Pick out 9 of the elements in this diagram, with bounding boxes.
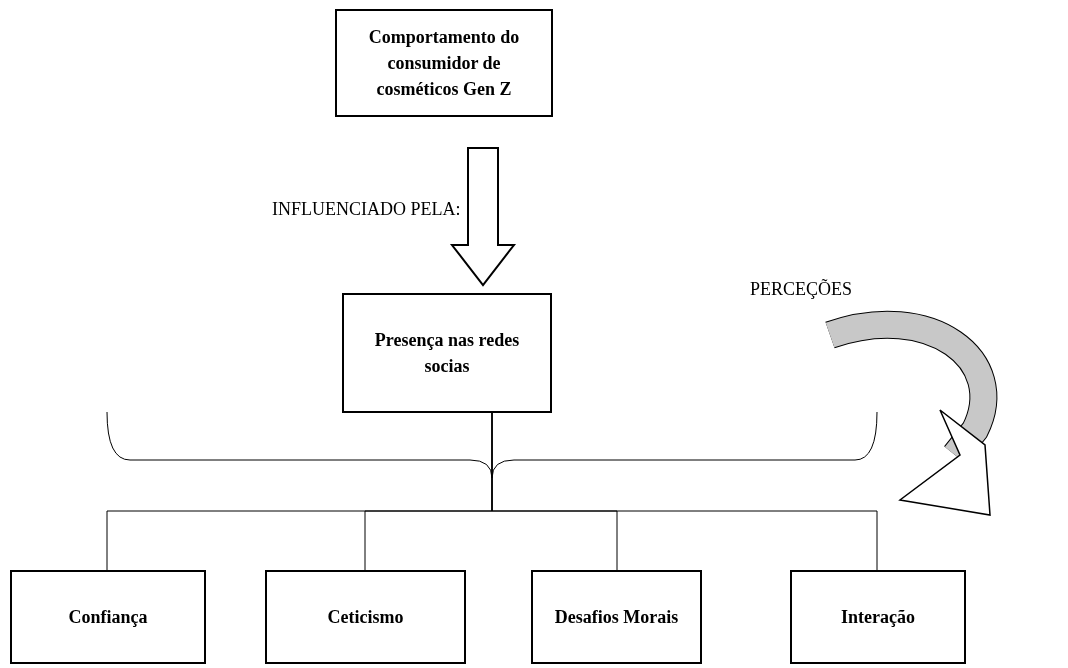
process-box: Confiança [10, 570, 206, 664]
process-box: Presença nas redes socias [342, 293, 552, 413]
block-arrow [449, 147, 517, 287]
connector-line [491, 412, 878, 571]
process-box: Desafios Morais [531, 570, 702, 664]
process-box: Ceticismo [265, 570, 466, 664]
arrow-label: PERCEÇÕES [750, 278, 853, 301]
process-box: Interação [790, 570, 966, 664]
process-box: Comportamento do consumidor de cosméticos Gen Z [335, 9, 553, 117]
